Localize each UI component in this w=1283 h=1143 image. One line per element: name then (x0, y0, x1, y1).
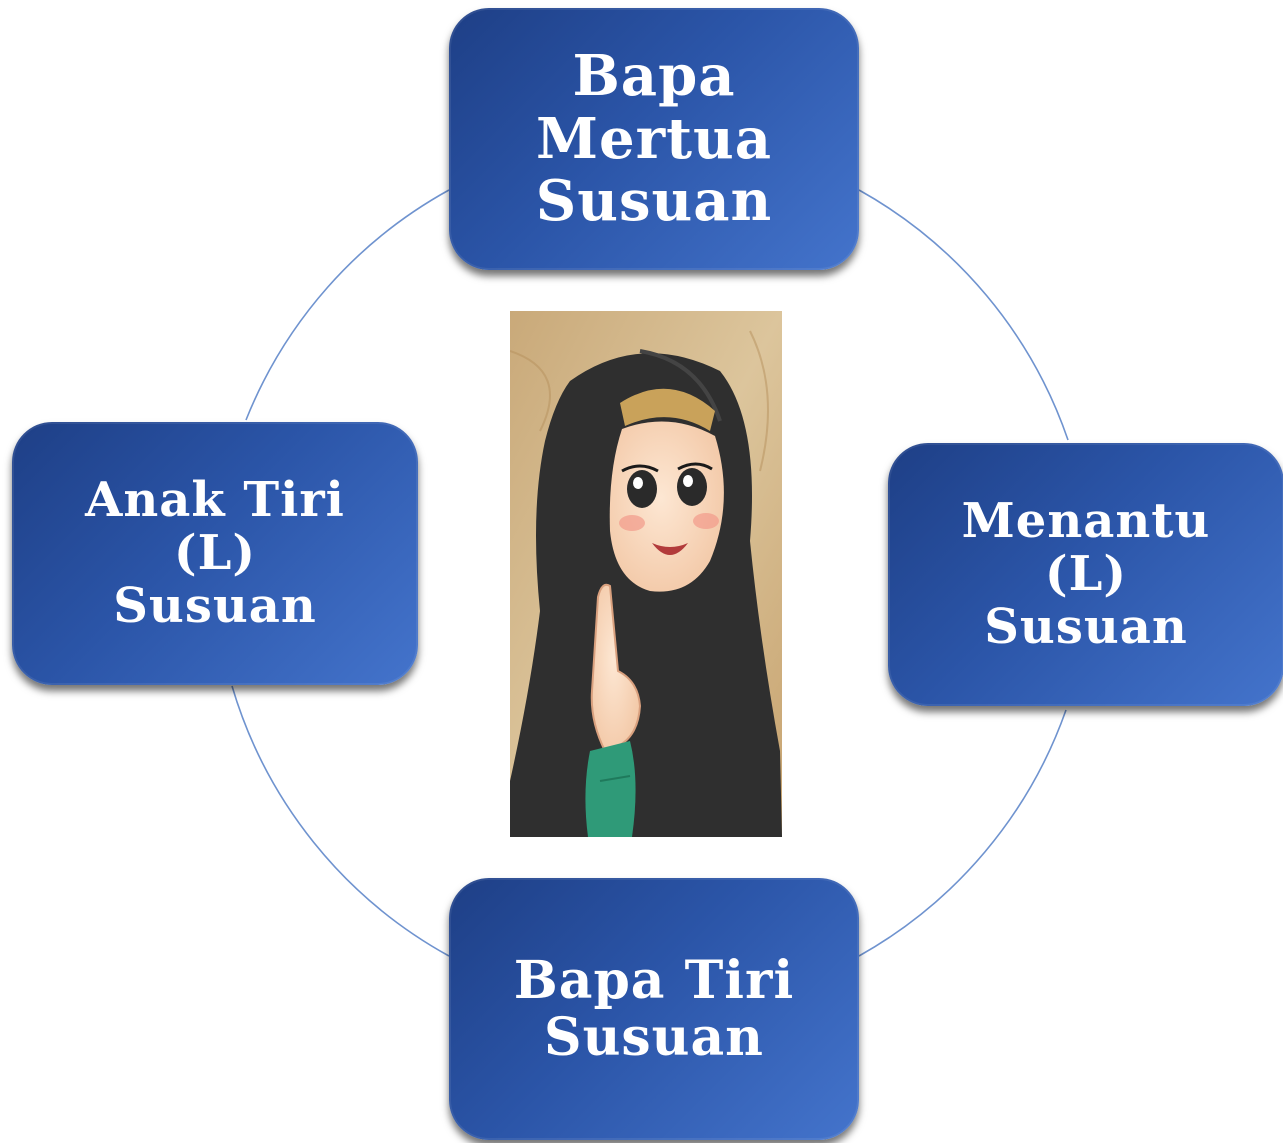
node-label: Bapa Tiri Susuan (513, 949, 795, 1068)
node-line: Mertua (536, 105, 772, 172)
mouth (652, 543, 688, 555)
arc-bottom-left (231, 685, 450, 957)
node-label: Menantu (L) Susuan (962, 495, 1211, 653)
green-sleeve (585, 741, 636, 837)
arc-top-right (858, 189, 1069, 441)
pointing-hand (590, 583, 642, 753)
arc-right-bottom (858, 709, 1067, 957)
node-label: Bapa Mertua Susuan (536, 45, 772, 233)
node-line: (L) (1044, 546, 1128, 603)
node-line: Bapa (572, 42, 736, 109)
node-line: (L) (173, 525, 257, 582)
node-label: Anak Tiri (L) Susuan (85, 474, 345, 632)
cycle-ring (231, 189, 1069, 957)
node-line: Susuan (113, 577, 317, 634)
node-line: Susuan (544, 1007, 764, 1068)
eye-left (627, 470, 657, 508)
node-bapa-mertua-susuan: Bapa Mertua Susuan (449, 8, 859, 270)
node-line: Bapa Tiri (513, 949, 795, 1011)
node-bapa-tiri-susuan: Bapa Tiri Susuan (449, 878, 859, 1140)
node-line: Susuan (984, 598, 1188, 655)
eye-right (677, 468, 707, 506)
hijab-inner-cap (620, 388, 715, 431)
node-anak-tiri-l-susuan: Anak Tiri (L) Susuan (12, 422, 418, 685)
arc-left-top (245, 189, 450, 421)
hijab-girl-illustration (510, 311, 782, 837)
node-menantu-l-susuan: Menantu (L) Susuan (888, 443, 1283, 706)
face (609, 421, 724, 592)
node-line: Anak Tiri (85, 472, 345, 529)
node-line: Menantu (961, 493, 1211, 550)
node-line: Susuan (535, 168, 773, 235)
